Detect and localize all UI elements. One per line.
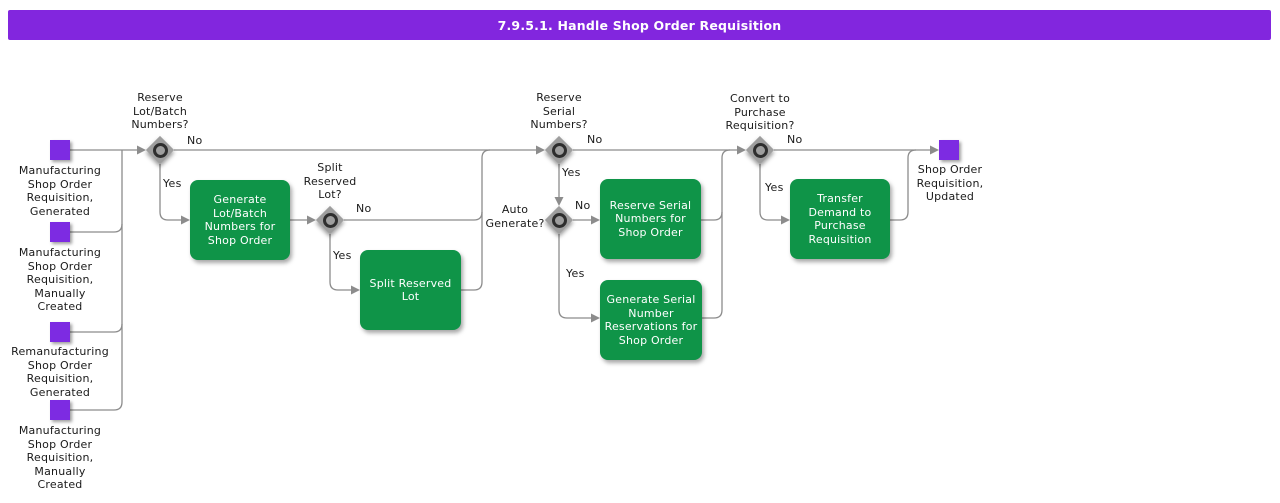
gateway-label: Reserve Serial Numbers?: [530, 91, 588, 131]
branch-label-no: No: [587, 133, 603, 146]
branch-label-no: No: [787, 133, 803, 146]
branch-label-yes: Yes: [562, 166, 581, 179]
gateway-reserve-lot-batch[interactable]: [145, 135, 175, 165]
activity-label: Generate Serial Number Reservations for …: [604, 293, 698, 347]
gateway-circle-icon: [152, 142, 168, 158]
page-title: 7.9.5.1. Handle Shop Order Requisition: [497, 17, 782, 33]
start-event-label: Manufacturing Shop Order Requisition, Ma…: [18, 246, 102, 313]
start-event-label: Manufacturing Shop Order Requisition, Ge…: [18, 164, 102, 218]
branch-label-yes: Yes: [765, 181, 784, 194]
gateway-split-reserved-lot[interactable]: [315, 205, 345, 235]
activity-label: Transfer Demand to Purchase Requisition: [808, 192, 872, 246]
activity-label: Generate Lot/Batch Numbers for Shop Orde…: [204, 193, 276, 247]
gateway-auto-generate[interactable]: [544, 205, 574, 235]
branch-label-yes: Yes: [333, 249, 352, 262]
diagram-title-bar: 7.9.5.1. Handle Shop Order Requisition: [8, 10, 1271, 40]
gateway-circle-icon: [551, 142, 567, 158]
activity-transfer-demand[interactable]: Transfer Demand to Purchase Requisition: [790, 179, 890, 259]
gateway-circle-icon: [322, 212, 338, 228]
activity-generate-serial-reservations[interactable]: Generate Serial Number Reservations for …: [600, 280, 702, 360]
end-event-label: Shop Order Requisition, Updated: [916, 163, 984, 203]
gateway-label: Reserve Lot/Batch Numbers?: [131, 91, 189, 131]
start-event-mfg-manually-created[interactable]: [50, 222, 70, 242]
activity-label: Split Reserved Lot: [369, 276, 452, 304]
branch-label-no: No: [356, 202, 372, 215]
gateway-label: Split Reserved Lot?: [303, 161, 357, 201]
activity-generate-lot-batch-numbers[interactable]: Generate Lot/Batch Numbers for Shop Orde…: [190, 180, 290, 260]
activity-split-reserved-lot[interactable]: Split Reserved Lot: [360, 250, 461, 330]
activity-reserve-serial-numbers[interactable]: Reserve Serial Numbers for Shop Order: [600, 179, 701, 259]
start-event-label: Remanufacturing Shop Order Requisition, …: [11, 345, 109, 399]
end-event-shop-order-updated[interactable]: [939, 140, 959, 160]
gateway-circle-icon: [752, 142, 768, 158]
start-event-remfg-generated[interactable]: [50, 322, 70, 342]
gateway-circle-icon: [551, 212, 567, 228]
gateway-convert-to-pr[interactable]: [745, 135, 775, 165]
branch-label-no: No: [575, 199, 591, 212]
gateway-label: Auto Generate?: [485, 203, 545, 230]
activity-label: Reserve Serial Numbers for Shop Order: [609, 198, 692, 239]
start-event-mfg-generated[interactable]: [50, 140, 70, 160]
branch-label-yes: Yes: [566, 267, 585, 280]
gateway-label: Convert to Purchase Requisition?: [725, 92, 795, 132]
branch-label-yes: Yes: [163, 177, 182, 190]
start-event-label: Manufacturing Shop Order Requisition, Ma…: [18, 424, 102, 491]
branch-label-no: No: [187, 134, 203, 147]
gateway-reserve-serial[interactable]: [544, 135, 574, 165]
start-event-mfg-manually-created-2[interactable]: [50, 400, 70, 420]
